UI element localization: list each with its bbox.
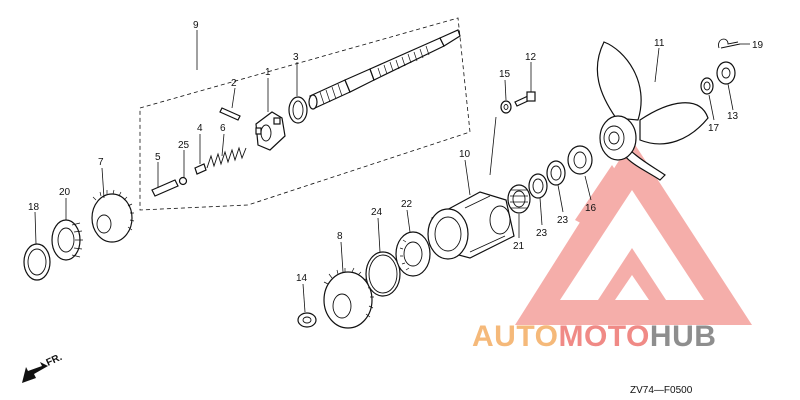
prop-washer	[700, 77, 714, 95]
callout-20: 20	[59, 187, 71, 198]
callout-25: 25	[178, 140, 190, 151]
callout-18: 18	[28, 202, 40, 213]
callout-3: 3	[293, 52, 299, 63]
callout-1: 1	[265, 67, 271, 78]
spring	[206, 146, 247, 169]
bearing-holder	[427, 191, 515, 260]
clutch-dog	[255, 111, 286, 151]
o-ring	[365, 251, 401, 297]
callout-21: 21	[513, 241, 525, 252]
callout-10: 10	[459, 149, 471, 160]
callout-5: 5	[155, 152, 161, 163]
watermark-part-auto: AUTO	[472, 320, 558, 353]
diagram-code: ZV74—F0500	[630, 385, 693, 396]
callout-19: 19	[752, 40, 764, 51]
taper-bearing	[51, 219, 83, 261]
watermark-logo	[515, 140, 752, 325]
ball	[178, 176, 188, 186]
ball-bearing	[395, 231, 431, 277]
callout-17: 17	[708, 123, 720, 134]
propeller-shaft	[308, 29, 461, 110]
callout-6: 6	[220, 123, 226, 134]
pinion-gear	[91, 189, 135, 243]
oil-seal-a	[528, 173, 548, 199]
callout-2: 2	[231, 78, 237, 89]
callout-9: 9	[193, 20, 199, 31]
front-direction-arrow	[22, 362, 48, 383]
washer	[500, 100, 512, 114]
bolt	[514, 91, 536, 107]
callout-7: 7	[98, 157, 104, 168]
callout-labels: 9 1 2 3 4 5 6 25 7 20 18 8 14 24 22 10 2…	[28, 20, 764, 284]
callout-24: 24	[371, 207, 383, 218]
needle-bearing	[507, 184, 531, 214]
thrust-washer	[297, 312, 317, 328]
cross-pin	[151, 179, 179, 197]
slider-pin	[194, 163, 207, 175]
watermark-part-hub: HUB	[650, 320, 717, 353]
oil-seal-b	[546, 160, 566, 186]
callout-12: 12	[525, 52, 537, 63]
svg-text:AUTOMOTOHUB: AUTOMOTOHUB	[472, 320, 716, 353]
callout-23b: 23	[557, 215, 569, 226]
thrust-holder	[567, 145, 593, 175]
shaft-group-box	[139, 17, 471, 211]
front-direction-label: FR.	[45, 352, 64, 369]
callout-11: 11	[654, 38, 665, 49]
callout-13: 13	[727, 111, 739, 122]
pin	[219, 107, 241, 121]
callout-8: 8	[337, 231, 343, 242]
shim	[23, 243, 51, 281]
callout-4: 4	[197, 123, 203, 134]
callout-14: 14	[296, 273, 308, 284]
ring	[288, 96, 308, 124]
watermark-part-moto: MOTO	[558, 320, 649, 353]
callout-22: 22	[401, 199, 413, 210]
callout-16: 16	[585, 203, 597, 214]
leader-lines	[34, 30, 750, 313]
callout-15: 15	[499, 69, 511, 80]
cotter-pin	[718, 38, 741, 49]
callout-23a: 23	[536, 228, 548, 239]
propeller	[596, 41, 709, 181]
castle-nut	[716, 61, 736, 85]
watermark-text: AUTOMOTOHUB	[472, 320, 716, 353]
